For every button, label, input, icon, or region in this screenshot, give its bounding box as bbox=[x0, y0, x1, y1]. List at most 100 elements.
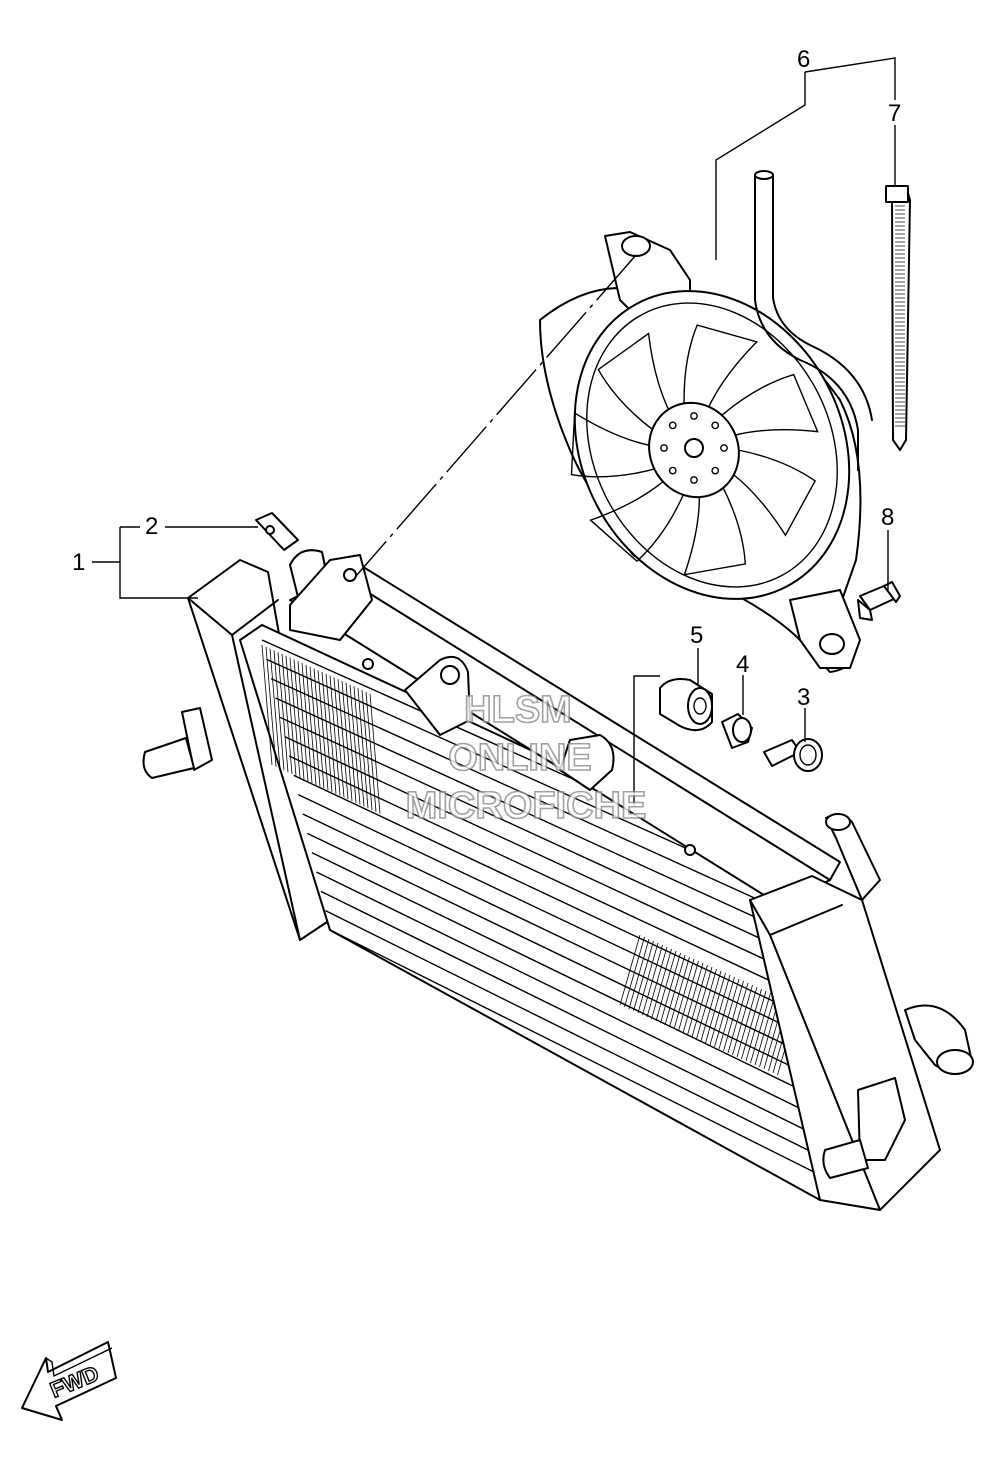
radiator-fin bbox=[279, 716, 819, 966]
hatch-line bbox=[651, 948, 672, 1020]
callout-4[interactable]: 4 bbox=[736, 651, 749, 678]
hatch-line bbox=[321, 671, 333, 793]
hatch-line bbox=[750, 992, 771, 1064]
hatch-line bbox=[317, 670, 329, 791]
hatch-line bbox=[678, 960, 699, 1032]
radiator-fin bbox=[325, 910, 839, 1166]
hatch-line bbox=[309, 666, 321, 787]
hatch-line bbox=[624, 936, 645, 1008]
hatch-line bbox=[349, 684, 361, 805]
fan-blade bbox=[683, 484, 747, 576]
radiator-fin bbox=[329, 929, 841, 1186]
watermark-line-3: MICROFICHE bbox=[406, 785, 647, 827]
hatch-line bbox=[277, 652, 289, 773]
radiator-fin bbox=[297, 794, 827, 1046]
hatch-line bbox=[687, 964, 708, 1036]
hatch-line bbox=[696, 968, 717, 1040]
fwd-direction-arrow: FWD bbox=[21, 1341, 117, 1421]
callout-3[interactable]: 3 bbox=[797, 684, 810, 711]
hatch-line bbox=[619, 934, 641, 1006]
hub-hole bbox=[660, 444, 668, 452]
hatch-line bbox=[628, 938, 650, 1010]
radiator-fin bbox=[311, 852, 833, 1106]
hatch-line bbox=[301, 662, 313, 784]
cooling-fan-assembly[interactable] bbox=[522, 170, 902, 673]
radiator-fin bbox=[284, 736, 821, 986]
hatch-line bbox=[341, 680, 353, 802]
watermark-line-1: HLSM bbox=[464, 689, 572, 731]
hatch-line bbox=[655, 950, 677, 1022]
cable-tie-part-7[interactable] bbox=[885, 185, 911, 451]
radiator-fin bbox=[307, 832, 831, 1086]
fan-hub-holes bbox=[660, 412, 728, 484]
hatch-line bbox=[705, 972, 726, 1044]
hatch-line bbox=[646, 946, 668, 1018]
hatch-line bbox=[369, 693, 381, 814]
bolt-part-3[interactable] bbox=[763, 738, 823, 772]
fan-blade bbox=[570, 411, 655, 478]
grommet-part-2[interactable] bbox=[255, 512, 299, 551]
hatch-line bbox=[361, 689, 373, 811]
hatch-line bbox=[745, 990, 767, 1062]
callout-8[interactable]: 8 bbox=[881, 504, 894, 531]
hatch-line bbox=[261, 644, 273, 766]
hatch-line bbox=[669, 956, 690, 1028]
hatch-line bbox=[642, 944, 663, 1016]
hatch-line bbox=[353, 686, 365, 807]
hatch-line bbox=[637, 942, 659, 1014]
fan-blade bbox=[731, 449, 817, 537]
callout-1[interactable]: 1 bbox=[72, 549, 85, 576]
radiator-fin bbox=[288, 755, 823, 1006]
callout-labels: 1 2 3 4 5 6 7 8 bbox=[72, 46, 901, 711]
watermark: HLSM ONLINE MICROFICHE bbox=[405, 688, 647, 828]
hatch-line bbox=[673, 958, 695, 1030]
hatch-line bbox=[329, 675, 341, 796]
hatch-line bbox=[289, 657, 301, 778]
hub-hole bbox=[668, 466, 677, 475]
hatch-line bbox=[754, 994, 776, 1066]
cushion-part-5[interactable] bbox=[659, 678, 713, 732]
hatch-line bbox=[293, 659, 305, 780]
hub-hole bbox=[711, 421, 720, 430]
hatch-line bbox=[325, 673, 337, 794]
hatch-line bbox=[269, 648, 281, 769]
hatch-line bbox=[345, 682, 357, 803]
hatch-line bbox=[297, 661, 309, 782]
hatch-line bbox=[357, 688, 369, 809]
hatch-line bbox=[723, 980, 744, 1052]
hatch-line bbox=[732, 984, 753, 1056]
radiator-fin bbox=[302, 813, 829, 1066]
hatch-line bbox=[633, 940, 654, 1012]
hub-hole bbox=[690, 476, 698, 484]
callout-6[interactable]: 6 bbox=[797, 46, 810, 73]
hatch-line bbox=[333, 677, 345, 798]
hatch-line bbox=[741, 988, 762, 1060]
fan-blade bbox=[683, 324, 759, 409]
hatch-line bbox=[265, 646, 277, 767]
radiator-fin bbox=[316, 871, 835, 1126]
radiator-core-shading bbox=[261, 644, 798, 1076]
radiator-fin bbox=[293, 774, 825, 1026]
hatch-line bbox=[337, 679, 349, 800]
hatch-line bbox=[700, 970, 722, 1042]
callout-7[interactable]: 7 bbox=[888, 100, 901, 127]
hatch-line bbox=[305, 664, 317, 785]
bolt-part-8[interactable] bbox=[857, 581, 901, 621]
fan-blade bbox=[720, 373, 819, 436]
hatch-line bbox=[736, 986, 758, 1058]
hatch-line bbox=[273, 650, 285, 771]
radiator-fin bbox=[320, 890, 837, 1146]
hatch-line bbox=[709, 974, 731, 1046]
hub-hole bbox=[690, 412, 698, 420]
fan-blades bbox=[570, 324, 819, 576]
radiator-assembly[interactable] bbox=[142, 549, 974, 1211]
callout-2[interactable]: 2 bbox=[145, 513, 158, 540]
hatch-line bbox=[718, 978, 740, 1050]
hub-hole bbox=[668, 421, 677, 430]
callout-5[interactable]: 5 bbox=[690, 622, 703, 649]
hatch-line bbox=[365, 691, 377, 812]
hatch-line bbox=[682, 962, 704, 1034]
collar-part-4[interactable] bbox=[721, 713, 753, 749]
fan-blade bbox=[589, 480, 685, 563]
